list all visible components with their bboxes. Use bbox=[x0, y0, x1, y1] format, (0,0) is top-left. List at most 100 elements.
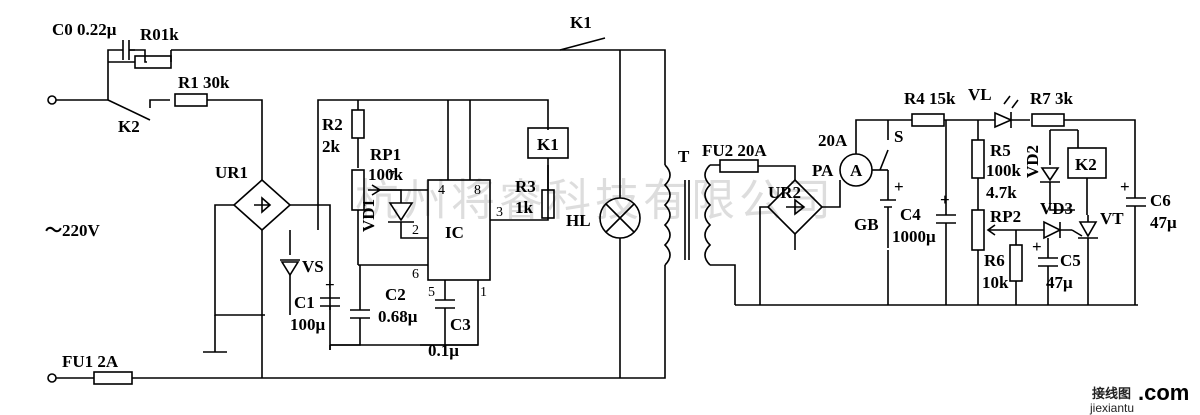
label-vd2: VD2 bbox=[1023, 145, 1042, 178]
label-hl: HL bbox=[566, 211, 591, 230]
mains-terminal-bottom bbox=[47, 373, 57, 383]
label-s: S bbox=[894, 127, 903, 146]
charger-section bbox=[719, 95, 1146, 306]
ic-pin-5: 5 bbox=[428, 285, 435, 300]
label-r2-value: 2k bbox=[322, 137, 341, 156]
input-section bbox=[47, 37, 620, 385]
label-fu1: FU1 2A bbox=[62, 352, 119, 371]
label-r4: R4 15k bbox=[904, 89, 956, 108]
vl-led bbox=[994, 111, 1013, 129]
vs-zener-diode bbox=[280, 259, 300, 277]
r1-resistor bbox=[174, 93, 208, 107]
ic-pin-8: 8 bbox=[474, 183, 481, 198]
logo-cn-text: 接线图 bbox=[1092, 386, 1131, 402]
label-ur1: UR1 bbox=[215, 163, 248, 182]
ic-pin-2: 2 bbox=[412, 223, 419, 238]
label-ic: IC bbox=[445, 223, 464, 242]
label-c2: C2 bbox=[385, 285, 406, 304]
label-c6-value: 47μ bbox=[1150, 213, 1177, 232]
labels: C0 0.22μ R01k R1 30k K2 K1 UR1 ～220V VS … bbox=[45, 13, 1177, 371]
k2-switch bbox=[107, 99, 151, 121]
r2-resistor bbox=[351, 109, 365, 139]
fu1-fuse bbox=[93, 371, 133, 385]
label-vd3: VD3 bbox=[1040, 199, 1073, 218]
c6-capacitor bbox=[1126, 197, 1146, 207]
label-c3: C3 bbox=[450, 315, 471, 334]
timer-section bbox=[317, 99, 569, 350]
c0-capacitor bbox=[122, 40, 130, 60]
label-pa-rating: 20A bbox=[818, 131, 848, 150]
label-c4-value: 1000μ bbox=[892, 227, 936, 246]
label-c1-value: 100μ bbox=[290, 315, 326, 334]
s-switch bbox=[879, 120, 889, 171]
vd2-diode bbox=[1040, 150, 1060, 183]
label-k2-coil: K2 bbox=[1075, 155, 1097, 174]
ic-pin-4: 4 bbox=[438, 183, 445, 198]
label-r5-note: 4.7k bbox=[986, 183, 1017, 202]
lamp-transformer-section bbox=[599, 49, 736, 379]
label-c3-value: 0.1μ bbox=[428, 341, 459, 360]
c3-capacitor bbox=[435, 299, 455, 309]
meter-a-glyph: A bbox=[850, 161, 863, 180]
ic-pin-3: 3 bbox=[496, 205, 503, 220]
k1-switch bbox=[559, 37, 606, 51]
label-c5: C5 bbox=[1060, 251, 1081, 270]
label-gb-plus: + bbox=[894, 177, 904, 196]
label-k1-switch: K1 bbox=[570, 13, 592, 32]
fu2-fuse bbox=[719, 159, 759, 173]
c2-capacitor bbox=[350, 309, 370, 319]
label-r7: R7 3k bbox=[1030, 89, 1074, 108]
vd3-diode bbox=[1043, 220, 1062, 240]
label-c1: C1 bbox=[294, 293, 315, 312]
label-ur2: UR2 bbox=[768, 183, 801, 202]
label-vt: VT bbox=[1100, 209, 1124, 228]
ic-pin-7: 7 bbox=[388, 169, 395, 184]
transformer-primary-coil bbox=[663, 164, 671, 266]
label-rp1-value: 100k bbox=[368, 165, 404, 184]
c4-capacitor bbox=[936, 214, 956, 224]
label-c6-plus: + bbox=[1120, 177, 1130, 196]
label-r6-value: 10k bbox=[982, 273, 1009, 292]
watermark: 杭州将睿科技有限公司 bbox=[355, 175, 835, 226]
label-r5-value: 100k bbox=[986, 161, 1022, 180]
label-vs: VS bbox=[302, 257, 324, 276]
r5-resistor bbox=[971, 139, 985, 179]
r0-resistor bbox=[134, 55, 172, 69]
ic-chip bbox=[427, 179, 491, 281]
label-rp2: RP2 bbox=[990, 207, 1021, 226]
label-c1-plus: + bbox=[325, 275, 335, 294]
label-fu2: FU2 20A bbox=[702, 141, 767, 160]
label-gb: GB bbox=[854, 215, 879, 234]
label-r3: R3 bbox=[515, 177, 536, 196]
label-r3-value: 1k bbox=[515, 198, 534, 217]
rp2-potentiometer bbox=[971, 209, 985, 251]
mains-terminal-top bbox=[47, 95, 57, 105]
label-k1-coil: K1 bbox=[537, 135, 559, 154]
label-rp1: RP1 bbox=[370, 145, 401, 164]
r7-resistor bbox=[1031, 113, 1065, 127]
label-c5-value: 47μ bbox=[1046, 273, 1073, 292]
label-vl: VL bbox=[968, 85, 992, 104]
ic-pin-6: 6 bbox=[412, 267, 419, 282]
label-r0: R01k bbox=[140, 25, 179, 44]
transformer-secondary-coil bbox=[704, 164, 712, 266]
label-c5-plus: + bbox=[1032, 237, 1042, 256]
c5-capacitor bbox=[1038, 257, 1058, 267]
r6-resistor bbox=[1009, 244, 1023, 282]
label-c2-value: 0.68μ bbox=[378, 307, 418, 326]
label-c0: C0 0.22μ bbox=[52, 20, 117, 39]
label-r6: R6 bbox=[984, 251, 1005, 270]
label-vd1: VD1 bbox=[359, 199, 378, 232]
logo-domain-text: jiexiantu bbox=[1089, 401, 1134, 415]
gb-battery bbox=[880, 199, 896, 208]
label-r2: R2 bbox=[322, 115, 343, 134]
label-r1: R1 30k bbox=[178, 73, 230, 92]
label-k2-switch: K2 bbox=[118, 117, 140, 136]
label-r5: R5 bbox=[990, 141, 1011, 160]
ic-pin-1: 1 bbox=[480, 285, 487, 300]
label-c4-plus: + bbox=[940, 190, 950, 209]
hl-lamp bbox=[599, 197, 641, 239]
label-c6: C6 bbox=[1150, 191, 1171, 210]
site-logo: 接线图 .com jiexiantu bbox=[1089, 380, 1189, 415]
